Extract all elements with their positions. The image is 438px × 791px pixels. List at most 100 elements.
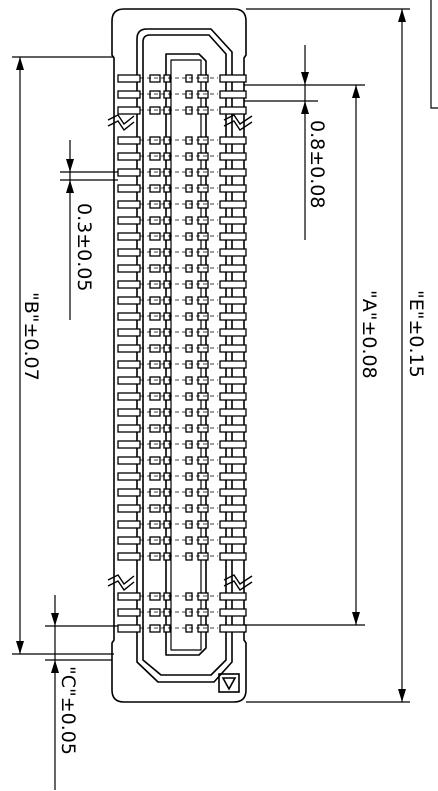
pin-lead xyxy=(219,136,247,145)
pin-lead xyxy=(185,344,193,353)
pin-lead xyxy=(219,264,247,273)
pin-row xyxy=(117,392,247,401)
pin-lead xyxy=(185,184,193,193)
pin-lead xyxy=(197,472,209,481)
pin-lead xyxy=(185,328,193,337)
pin-lead xyxy=(219,74,247,83)
pin-lead xyxy=(197,552,209,561)
pin-lead xyxy=(149,424,161,433)
pin-lead xyxy=(117,472,141,481)
pin-row xyxy=(117,592,247,601)
pin-lead xyxy=(219,536,247,545)
pin-lead xyxy=(197,504,209,513)
pin-lead xyxy=(185,264,193,273)
pin-lead xyxy=(185,376,193,385)
pin-lead xyxy=(197,74,209,83)
pin-lead xyxy=(219,456,247,465)
pin-lead xyxy=(117,488,141,497)
pin-lead xyxy=(149,488,161,497)
pin-row xyxy=(117,248,247,257)
pin-row xyxy=(117,520,247,529)
pin-lead xyxy=(219,152,247,161)
dim-pitch-arrow-top xyxy=(301,72,309,85)
pin-lead xyxy=(149,552,161,561)
pin-lead xyxy=(117,360,141,369)
connector-housing-outline xyxy=(111,8,247,703)
pin-lead xyxy=(197,248,209,257)
pin-lead xyxy=(219,592,247,601)
pin-lead xyxy=(149,440,161,449)
pin-lead xyxy=(163,408,171,417)
pin-lead xyxy=(163,472,171,481)
pin-lead xyxy=(163,312,171,321)
pin-lead xyxy=(117,168,141,177)
pin-lead xyxy=(197,106,209,115)
pin-lead xyxy=(149,168,161,177)
dim-a-arrow-bottom xyxy=(352,612,360,625)
pin-row xyxy=(117,488,247,497)
pin-lead xyxy=(149,608,161,617)
dim-e-arrow-bottom xyxy=(398,689,406,702)
pin-lead xyxy=(149,624,161,633)
pin-lead xyxy=(149,472,161,481)
pin-lead xyxy=(117,248,141,257)
pin-lead xyxy=(219,504,247,513)
pin-lead xyxy=(197,624,209,633)
pin-lead xyxy=(219,392,247,401)
pin-lead xyxy=(197,136,209,145)
pin-lead xyxy=(219,90,247,99)
break-symbol-top xyxy=(107,114,253,132)
pin-lead xyxy=(185,248,193,257)
pin-row xyxy=(117,152,247,161)
pin-lead xyxy=(197,360,209,369)
pin-lead xyxy=(197,216,209,225)
pin-lead xyxy=(197,168,209,177)
pin-lead xyxy=(163,74,171,83)
pin-row xyxy=(117,168,247,177)
pin-lead xyxy=(117,456,141,465)
pin-lead xyxy=(185,74,193,83)
pin-lead xyxy=(149,200,161,209)
pin-lead xyxy=(163,592,171,601)
pin-lead xyxy=(163,344,171,353)
pin-lead xyxy=(197,312,209,321)
pin-lead xyxy=(197,152,209,161)
pin-lead xyxy=(185,456,193,465)
pin-lead xyxy=(219,488,247,497)
pin-lead xyxy=(117,424,141,433)
pin-lead xyxy=(117,106,141,115)
connector-inner-outline xyxy=(136,28,233,683)
pin-row xyxy=(117,440,247,449)
pin-lead xyxy=(117,376,141,385)
pin-lead xyxy=(163,106,171,115)
pin-lead xyxy=(219,344,247,353)
pin-lead xyxy=(197,232,209,241)
pin-lead xyxy=(163,200,171,209)
pin-lead xyxy=(185,168,193,177)
pin-row xyxy=(117,328,247,337)
pin-lead xyxy=(149,136,161,145)
pin-row xyxy=(117,360,247,369)
pin-lead xyxy=(197,536,209,545)
pin-lead xyxy=(219,184,247,193)
pin-lead xyxy=(219,608,247,617)
pin-lead xyxy=(197,344,209,353)
pin-lead xyxy=(149,408,161,417)
pin-row xyxy=(117,90,247,99)
pin-lead xyxy=(149,264,161,273)
pin-lead xyxy=(163,608,171,617)
pin-row xyxy=(117,216,247,225)
pin-lead xyxy=(117,90,141,99)
triangle-in-square-icon xyxy=(218,673,240,693)
pin-lead xyxy=(163,536,171,545)
dim-width-arrow-bottom xyxy=(66,180,74,193)
pin-lead xyxy=(185,488,193,497)
pin-lead xyxy=(149,392,161,401)
pin-row xyxy=(117,264,247,273)
pin-lead xyxy=(117,200,141,209)
pin-lead xyxy=(117,552,141,561)
dim-a-label: "A"±0.08 xyxy=(358,290,380,379)
pin-row xyxy=(117,74,247,83)
pin-lead xyxy=(185,520,193,529)
